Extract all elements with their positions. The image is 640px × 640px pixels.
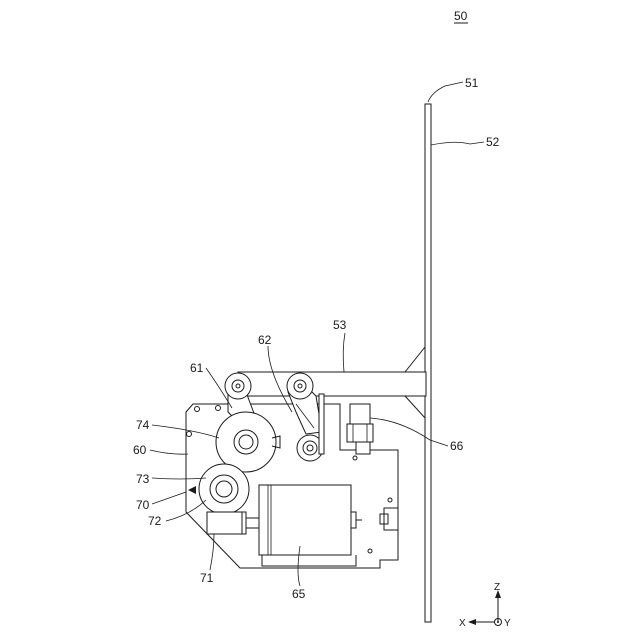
leader-60 [150, 450, 188, 454]
figure-number: 50 [454, 9, 468, 23]
middle-guide-rail [319, 394, 324, 454]
lower-brace [405, 396, 425, 418]
x-axis-arrow-icon [468, 619, 476, 625]
ref-label-71: 71 [200, 571, 214, 585]
latch-foot [356, 442, 370, 454]
middle-upper-roller [287, 373, 313, 399]
axis-label-x: X [459, 618, 466, 629]
upper-brace [405, 347, 425, 372]
ref-label-72: 72 [148, 514, 162, 528]
latch-housing [347, 424, 373, 442]
ref-label-70: 70 [136, 498, 150, 512]
motor-body [259, 485, 351, 555]
ref-label-51: 51 [465, 76, 479, 90]
ref-label-73: 73 [136, 472, 150, 486]
gearbox-block [207, 512, 242, 534]
latch-block [350, 404, 370, 424]
leader-53 [343, 333, 345, 372]
ref-label-66: 66 [450, 439, 464, 453]
ref-label-65: 65 [292, 587, 306, 601]
leader-51 [428, 82, 463, 102]
ref-label-74: 74 [136, 418, 150, 432]
gearbox-flange [242, 512, 246, 534]
axis-label-y: Y [504, 618, 511, 629]
ref-label-52: 52 [486, 135, 500, 149]
ref-label-53: 53 [333, 318, 347, 332]
drive-shaft [246, 518, 260, 528]
ref-label-61: 61 [190, 361, 204, 375]
y-axis-dot-icon [497, 621, 499, 623]
ref-label-60: 60 [133, 443, 147, 457]
leader-52 [431, 142, 484, 145]
arm-bracket [238, 372, 426, 396]
small-wheel [199, 464, 249, 514]
leader-70 [152, 492, 186, 504]
left-upper-roller [225, 373, 251, 399]
ref-label-62: 62 [258, 333, 272, 347]
leader-73 [152, 478, 206, 479]
leader-66 [370, 418, 448, 446]
motor-end-cap [351, 512, 356, 528]
axis-label-z: Z [494, 582, 500, 593]
large-wheel [216, 412, 276, 472]
vertical-panel [425, 104, 431, 622]
